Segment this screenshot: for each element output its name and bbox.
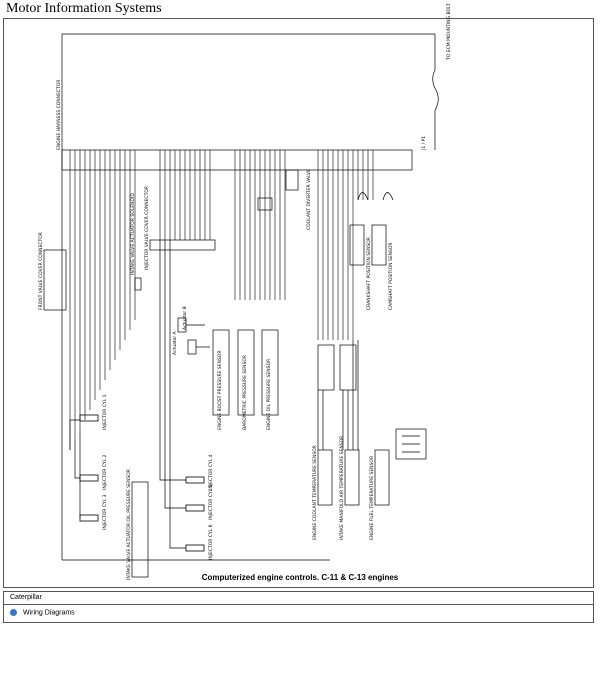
injector-1-label: INJECTOR CYL 1	[102, 394, 108, 430]
brand-label: Caterpillar	[10, 594, 42, 601]
harness-connector-label: ENGINE HARNESS CONNECTOR	[56, 80, 62, 150]
wiring-diagrams-label[interactable]: Wiring Diagrams	[22, 609, 75, 617]
actuator-a-label: Actuator A	[172, 330, 178, 355]
intake-valve-label: INTAKE VALVE ACTUATOR SOLENOID	[130, 193, 136, 275]
injector-4-label: INJECTOR CYL 4	[208, 454, 214, 490]
oil-sensor-label: ENGINE OIL PRESSURE SENSOR	[266, 359, 272, 430]
baro-sensor-label: BAROMETRIC PRESSURE SENSOR	[242, 355, 248, 430]
injector-2-label: INJECTOR CYL 2	[102, 454, 108, 490]
harness-connector-block	[61, 149, 413, 171]
crank-sensor-label: CRANKSHAFT POSITION SENSOR	[366, 237, 372, 310]
page-title: Motor Information Systems	[6, 1, 162, 16]
injector-6-label: INJECTOR CYL 6	[208, 524, 214, 560]
cam-sensor-label: CAMSHAFT POSITION SENSOR	[388, 242, 394, 310]
actuator-b-label: Actuator B	[182, 306, 188, 330]
circle-bullet-icon	[10, 609, 17, 616]
brand-bar: Caterpillar	[3, 591, 594, 605]
coolant-temp-label: ENGINE COOLANT TEMPERATURE SENSOR	[312, 445, 318, 540]
boost-sensor-label: ENGINE BOOST PRESSURE SENSOR	[217, 351, 223, 430]
ivva-sensor-label: INTAKE VALVE ACTUATOR OIL PRESSURE SENSO…	[126, 469, 132, 580]
diagram-frame	[3, 18, 594, 588]
intake-temp-label: INTAKE MANIFOLD AIR TEMPERATURE SENSOR	[339, 436, 345, 540]
injector-5-label: INJECTOR CYL 5	[208, 484, 214, 520]
injector-cover-label: INJECTOR VALVE COVER CONNECTOR	[144, 186, 150, 270]
figure-caption: Computerized engine controls. C-11 & C-1…	[201, 573, 399, 582]
injector-3-label: INJECTOR CYL 3	[102, 494, 108, 530]
wiring-diagrams-link[interactable]: Wiring Diagrams	[3, 605, 594, 623]
coolant-diverter-label: COOLANT DIVERTER VALVE	[306, 169, 312, 230]
front-cover-label: FRONT VALVE COVER CONNECTOR	[38, 232, 44, 310]
to-ecm-label: TO ECM MOUNTING BOLT	[446, 3, 452, 61]
ground-stud-label: J1 / P1	[421, 136, 427, 151]
fuel-temp-label: ENGINE FUEL TEMPERATURE SENSOR	[369, 456, 375, 540]
